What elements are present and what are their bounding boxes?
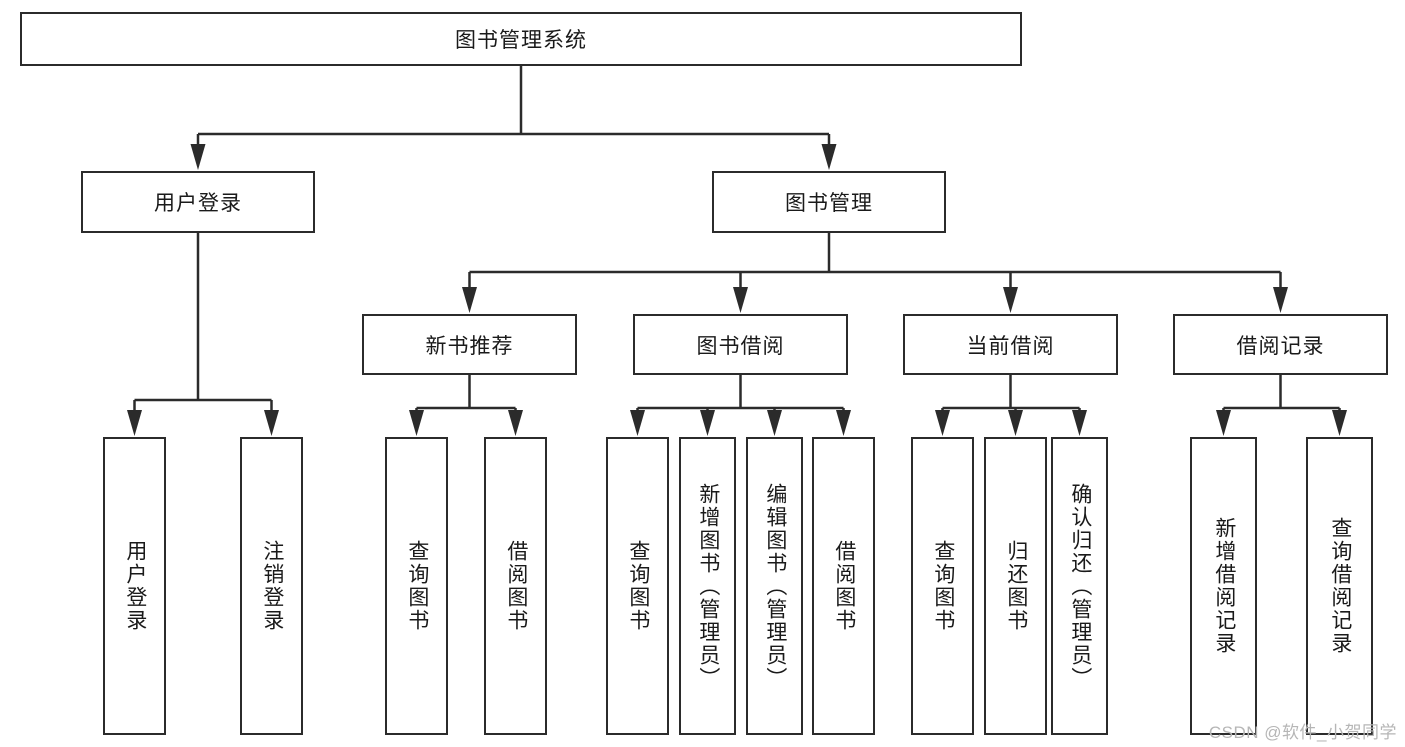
node-leaf-rec-1[interactable]: 新增借阅记录: [1190, 437, 1257, 735]
node-bookmgmt[interactable]: 图书管理: [712, 171, 946, 233]
watermark-text: CSDN @软件_小贺同学: [1208, 723, 1397, 742]
node-newbook[interactable]: 新书推荐: [362, 314, 577, 375]
node-leaf-bor-2[interactable]: 新增图书（管理员）: [679, 437, 736, 735]
node-label: 查询图书: [405, 540, 429, 632]
arrowhead-icon: [409, 410, 424, 436]
node-label: 新增借阅记录: [1212, 517, 1236, 655]
arrowhead-icon: [190, 144, 206, 170]
arrowhead-icon: [264, 410, 279, 436]
node-root[interactable]: 图书管理系统: [20, 12, 1022, 66]
node-label: 新增图书（管理员）: [696, 482, 720, 690]
arrowhead-icon: [127, 410, 142, 436]
arrowhead-icon: [1072, 410, 1087, 436]
node-label: 图书借阅: [696, 334, 785, 358]
node-label: 查询图书: [626, 540, 650, 632]
node-label: 借阅图书: [504, 540, 528, 632]
node-label: 用户登录: [154, 192, 242, 215]
node-login[interactable]: 用户登录: [81, 171, 315, 233]
arrowhead-icon: [836, 410, 851, 436]
node-label: 借阅图书: [832, 540, 856, 632]
arrowhead-icon: [462, 287, 477, 313]
node-leaf-cur-1[interactable]: 查询图书: [911, 437, 974, 735]
node-leaf-cur-2[interactable]: 归还图书: [984, 437, 1047, 735]
node-leaf-rec-2[interactable]: 查询借阅记录: [1306, 437, 1373, 735]
connector-group-bookmgmt: [462, 233, 1288, 313]
node-leaf-cur-3[interactable]: 确认归还（管理员）: [1051, 437, 1108, 735]
node-label: 图书管理: [785, 192, 873, 215]
node-leaf-new-2[interactable]: 借阅图书: [484, 437, 547, 735]
arrowhead-icon: [935, 410, 950, 436]
arrowhead-icon: [1216, 410, 1231, 436]
arrowhead-icon: [1332, 410, 1347, 436]
node-label: 当前借阅: [966, 334, 1055, 358]
node-current[interactable]: 当前借阅: [903, 314, 1118, 375]
arrowhead-icon: [821, 144, 837, 170]
node-label: 新书推荐: [425, 334, 514, 358]
arrowhead-icon: [1273, 287, 1288, 313]
connector-group-root: [190, 66, 837, 170]
arrowhead-icon: [630, 410, 645, 436]
node-label: 归还图书: [1004, 540, 1028, 632]
arrowhead-icon: [733, 287, 748, 313]
node-label: 图书管理系统: [455, 29, 587, 52]
connector-group-newbook: [409, 375, 523, 436]
node-leaf-new-1[interactable]: 查询图书: [385, 437, 448, 735]
connector-group-borrow: [630, 375, 851, 436]
node-label: 用户登录: [123, 540, 147, 632]
arrowhead-icon: [508, 410, 523, 436]
arrowhead-icon: [700, 410, 715, 436]
node-label: 查询图书: [931, 540, 955, 632]
arrowhead-icon: [767, 410, 782, 436]
node-label: 确认归还（管理员）: [1068, 482, 1092, 690]
node-leaf-login-1[interactable]: 用户登录: [103, 437, 166, 735]
node-label: 查询借阅记录: [1328, 517, 1352, 655]
connector-group-login: [127, 233, 279, 436]
node-leaf-login-2[interactable]: 注销登录: [240, 437, 303, 735]
node-leaf-bor-3[interactable]: 编辑图书（管理员）: [746, 437, 803, 735]
arrowhead-icon: [1003, 287, 1018, 313]
node-label: 编辑图书（管理员）: [763, 482, 787, 690]
connector-group-records: [1216, 375, 1347, 436]
node-label: 注销登录: [260, 540, 284, 632]
node-leaf-bor-1[interactable]: 查询图书: [606, 437, 669, 735]
node-label: 借阅记录: [1236, 334, 1325, 358]
node-records[interactable]: 借阅记录: [1173, 314, 1388, 375]
node-borrow[interactable]: 图书借阅: [633, 314, 848, 375]
node-leaf-bor-4[interactable]: 借阅图书: [812, 437, 875, 735]
connector-group-current: [935, 375, 1087, 436]
arrowhead-icon: [1008, 410, 1023, 436]
